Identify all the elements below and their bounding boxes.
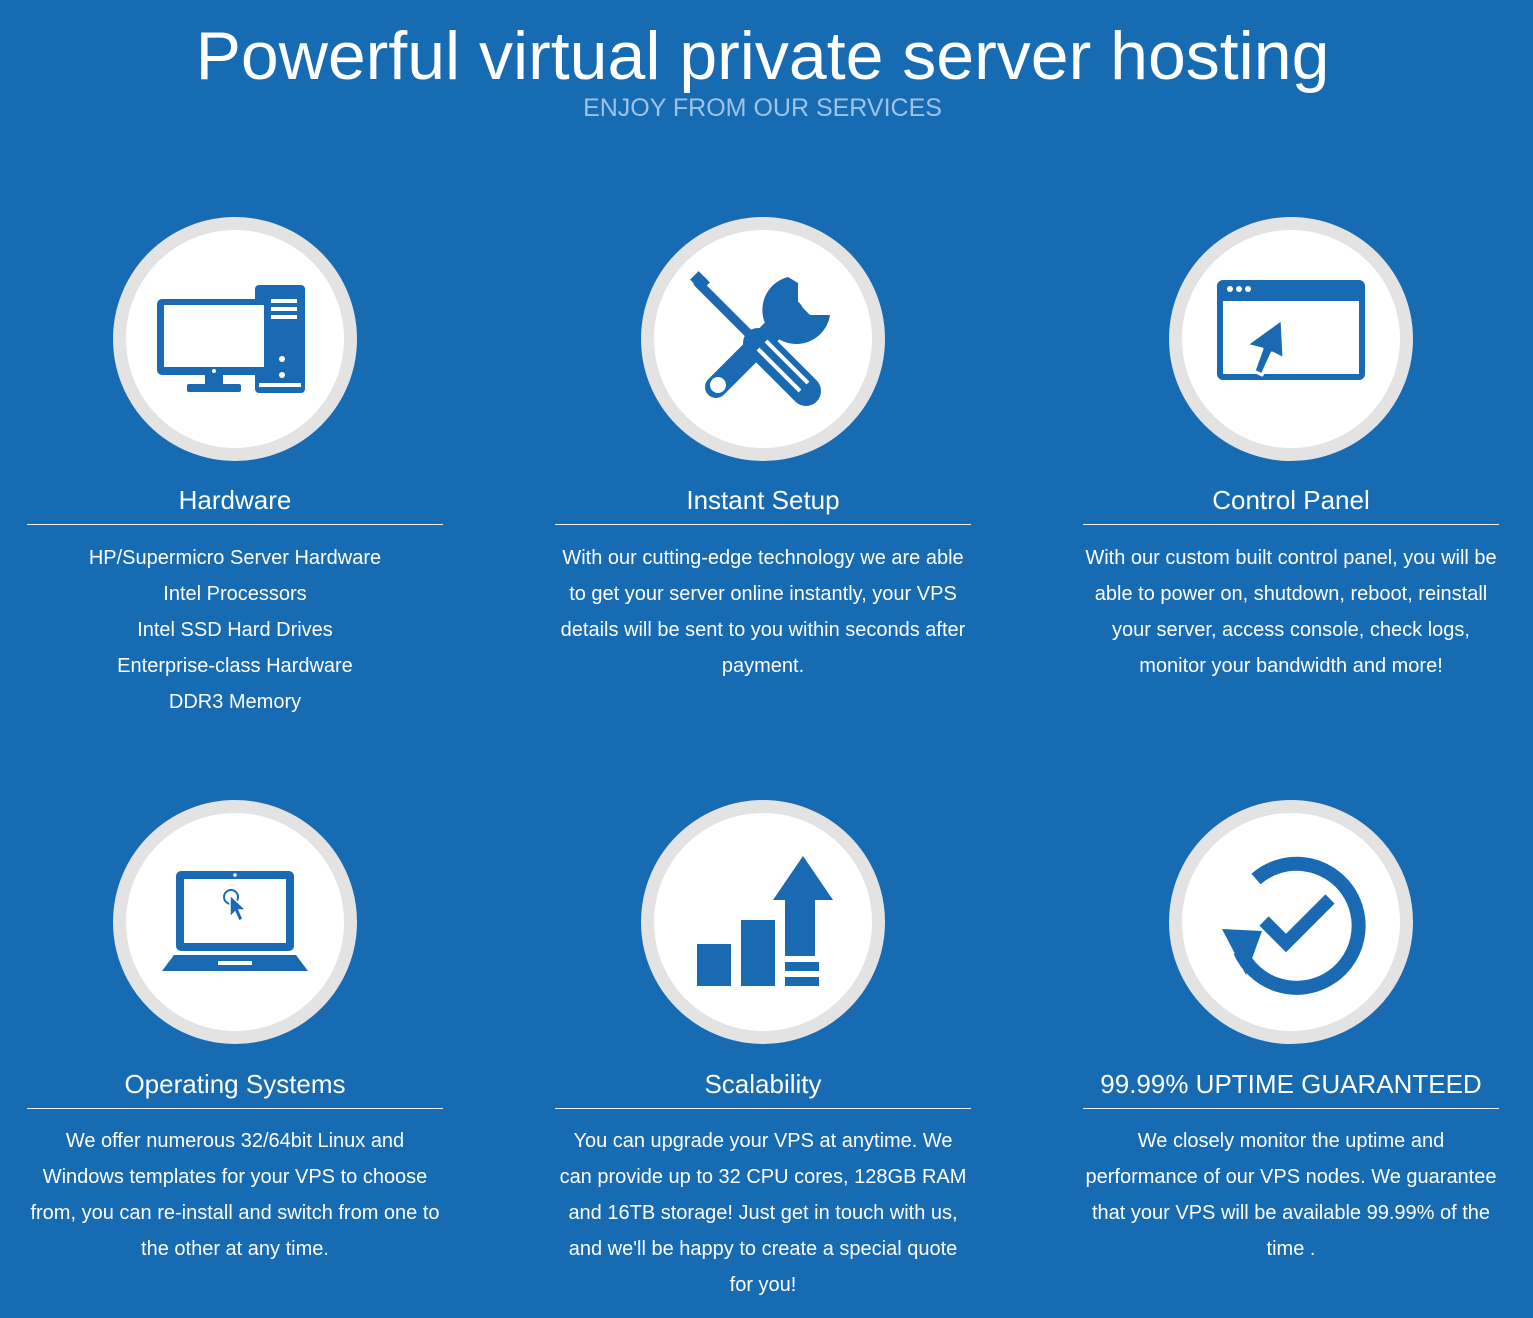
- feature-title: Hardware: [178, 485, 292, 515]
- feature-icon-circle: [113, 800, 357, 1044]
- divider: [27, 1108, 443, 1109]
- page-subtitle: ENJOY FROM OUR SERVICES: [583, 94, 942, 122]
- feature-description: We offer numerous 32/64bit Linux and Win…: [30, 1130, 440, 1260]
- list-item: HP/Supermicro Server Hardware: [88, 547, 382, 569]
- divider: [27, 524, 443, 525]
- feature-title: Operating Systems: [124, 1069, 346, 1099]
- feature-icon-circle: [1169, 800, 1413, 1044]
- divider: [1083, 524, 1499, 525]
- divider: [555, 1108, 971, 1109]
- page-title: Powerful virtual private server hosting: [195, 18, 1330, 94]
- feature-icon-circle: [641, 800, 885, 1044]
- list-item: DDR3 Memory: [168, 691, 302, 713]
- list-item: Intel SSD Hard Drives: [137, 619, 333, 641]
- feature-list: HP/Supermicro Server Hardware Intel Proc…: [27, 540, 443, 720]
- feature-description: We closely monitor the uptime and perfor…: [1085, 1130, 1497, 1260]
- divider: [555, 524, 971, 525]
- list-item: Intel Processors: [163, 583, 307, 605]
- feature-icon-circle: [641, 217, 885, 461]
- growth-chart-icon: [697, 856, 833, 986]
- laptop-icon: [162, 871, 308, 971]
- feature-title: Scalability: [704, 1069, 822, 1099]
- uptime-check-icon: [1222, 856, 1366, 995]
- desktop-computer-icon: [157, 285, 305, 393]
- feature-description: You can upgrade your VPS at anytime. We …: [559, 1130, 967, 1296]
- divider: [1083, 1108, 1499, 1109]
- tools-icon: [690, 271, 830, 406]
- feature-icon-circle: [1169, 217, 1413, 461]
- browser-cursor-icon: [1217, 280, 1365, 380]
- feature-title: 99.99% UPTIME GUARANTEED: [1100, 1069, 1482, 1099]
- list-item: Enterprise-class Hardware: [117, 655, 353, 677]
- feature-icon-circle: [113, 217, 357, 461]
- feature-title: Instant Setup: [686, 485, 840, 515]
- feature-description: With our cutting-edge technology we are …: [560, 547, 966, 677]
- feature-title: Control Panel: [1212, 485, 1370, 515]
- feature-description: With our custom built control panel, you…: [1085, 547, 1497, 677]
